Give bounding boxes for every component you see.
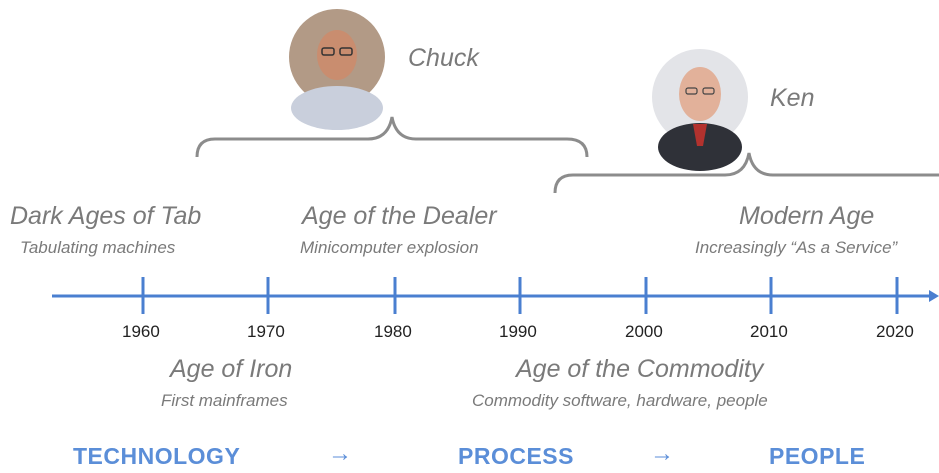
chuck-avatar (289, 9, 385, 130)
era-commodity-subtitle: Commodity software, hardware, people (472, 391, 768, 410)
ken-brace (553, 152, 939, 194)
tick-label-1970: 1970 (247, 322, 285, 341)
flow-people: PEOPLE (769, 443, 866, 469)
tick-label-1990: 1990 (499, 322, 537, 341)
ken-name: Ken (770, 84, 815, 112)
tick-label-1980: 1980 (374, 322, 412, 341)
flow-arrow-2: → (650, 440, 674, 467)
era-iron-subtitle: First mainframes (161, 391, 288, 410)
era-modern-subtitle: Increasingly “As a Service” (695, 238, 898, 257)
flow-technology: TECHNOLOGY (73, 443, 241, 469)
era-dealer-subtitle: Minicomputer explosion (300, 238, 479, 257)
flow-process: PROCESS (458, 443, 574, 469)
tick-label-2000: 2000 (625, 322, 663, 341)
era-dark-ages-title: Dark Ages of Tab (10, 202, 202, 230)
era-commodity-title: Age of the Commodity (516, 355, 764, 383)
era-dealer-title: Age of the Dealer (302, 202, 497, 230)
era-iron-title: Age of Iron (170, 355, 293, 383)
tick-label-1960: 1960 (122, 322, 160, 341)
era-dark-ages-subtitle: Tabulating machines (20, 238, 176, 257)
flow-arrow-1: → (328, 440, 352, 467)
chuck-brace (195, 116, 589, 158)
axis-arrowhead (929, 290, 939, 302)
tick-label-2010: 2010 (750, 322, 788, 341)
tick-label-2020: 2020 (876, 322, 914, 341)
era-modern-title: Modern Age (739, 202, 875, 230)
ken-avatar (652, 49, 748, 171)
chuck-name: Chuck (408, 44, 479, 72)
